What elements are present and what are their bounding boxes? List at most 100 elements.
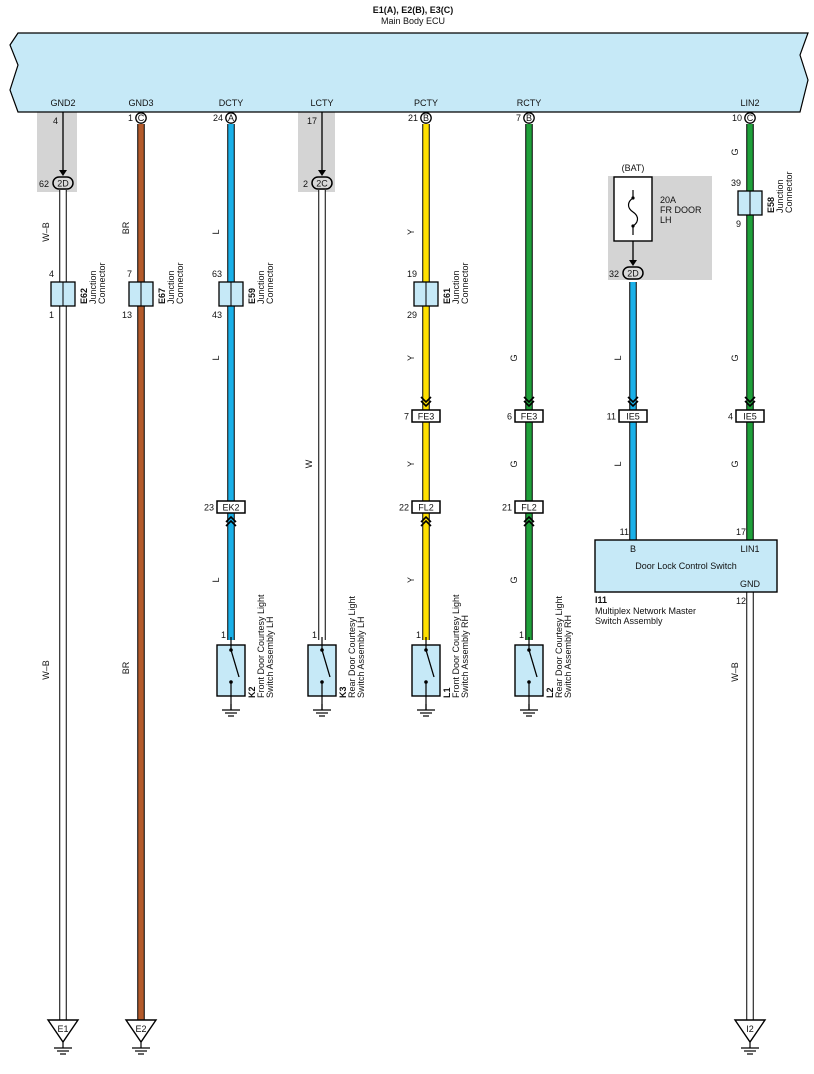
junction-2c-code: 2C <box>316 179 328 189</box>
ecu-pin-letter-dcty-letter: A <box>228 113 234 123</box>
ground-e2 <box>124 1019 158 1044</box>
jcon-e62-pin-top: 4 <box>49 269 54 279</box>
conn-fl2-rcty-code: FL2 <box>521 503 537 513</box>
jcon-e61-id: E61 <box>442 288 452 304</box>
master-pin-lin1-no: 17 <box>736 527 746 537</box>
chev-pcty <box>420 396 432 408</box>
switch-l1-contact <box>424 648 428 652</box>
ecu-pin-gnd2: GND2 <box>50 98 75 108</box>
switch-k3-blade <box>321 649 331 678</box>
conn-ie5-b-code: IE5 <box>626 412 640 422</box>
switch-k3-ground <box>313 704 331 717</box>
code-lcty-1: W <box>304 459 314 468</box>
master-line1: Multiplex Network Master <box>595 606 696 616</box>
conn-ie5-lin2-pin: 4 <box>728 412 733 422</box>
conn-fl2-rcty-pin: 21 <box>502 503 512 513</box>
junction-2d-bat-pin: 32 <box>609 269 619 279</box>
conn-ek2-code: EK2 <box>222 503 239 513</box>
code-rcty-2: G <box>509 460 519 467</box>
switch-l1-line2: Switch Assembly RH <box>460 615 470 698</box>
code-lin2-1: G <box>730 148 740 155</box>
switch-k2-contact <box>229 648 233 652</box>
code-dcty-1: L <box>211 229 221 234</box>
master-pin-gnd: GND <box>740 579 761 589</box>
chevup-dcty <box>225 515 237 527</box>
ecu-pin-no-lcty: 17 <box>307 116 317 126</box>
conn-fe3-pcty-pin: 7 <box>404 412 409 422</box>
ground-i2-label: I2 <box>746 1024 754 1034</box>
jcon-e62-name: Junction <box>88 270 98 304</box>
ecu-pin-letter-lin2 <box>744 112 756 124</box>
switch-l2-blade <box>528 649 538 678</box>
chev-b <box>627 396 639 408</box>
main-body-ecu <box>9 32 809 113</box>
ecu-pin-no-dcty: 24 <box>213 113 223 123</box>
switch-l1-line1: Front Door Courtesy Light <box>451 594 461 698</box>
ecu-pin-no-pcty: 21 <box>408 113 418 123</box>
ecu-pin-letter-rcty <box>523 112 535 124</box>
code-b-2: L <box>613 461 623 466</box>
code-gnd3-1: BR <box>121 221 131 234</box>
switch-k3-contact2 <box>320 680 324 684</box>
switch-l1-pin: 1 <box>416 630 421 640</box>
ecu-pin-dcty: DCTY <box>219 98 244 108</box>
code-rcty-1: G <box>509 354 519 361</box>
switch-k3-id: K3 <box>338 686 348 698</box>
jcon-e61-name: Junction <box>451 270 461 304</box>
junction-2d-gnd <box>52 176 74 190</box>
switch-k3-pin: 1 <box>312 630 317 640</box>
code-pcty-2: Y <box>406 355 416 361</box>
jcon-e58-name: Junction <box>775 179 785 213</box>
conn-fe3-pcty <box>411 409 441 423</box>
jcon-e67-name: Junction <box>166 270 176 304</box>
ground-i2-symbol <box>741 1042 759 1055</box>
conn-fe3-pcty-code: FE3 <box>418 412 435 422</box>
ecu-pin-letter-gnd3-letter: C <box>138 113 145 123</box>
code-gnd2-2: W–B <box>41 660 51 680</box>
jcon-e61-pin-bottom: 29 <box>407 310 417 320</box>
conn-fe3-rcty-pin: 6 <box>507 412 512 422</box>
chev-lin2 <box>744 396 756 408</box>
code-b-1: L <box>613 355 623 360</box>
junction-2d-bat <box>622 266 644 280</box>
components: GND24GND3C1DCTYA24LCTY17PCTYB21RCTYB7LIN… <box>39 98 794 1055</box>
code-gnd3-2: BR <box>121 661 131 674</box>
ecu-pin-letter-dcty <box>225 112 237 124</box>
conn-fl2-rcty <box>514 500 544 514</box>
gnd2-arrow <box>59 170 67 176</box>
jcon-e61-name2: Connector <box>460 262 470 304</box>
fuse-dot2 <box>631 224 635 228</box>
switch-k3-line1: Rear Door Courtesy Light <box>347 595 357 698</box>
code-dcty-3: L <box>211 577 221 582</box>
lcty-arrow <box>318 170 326 176</box>
conn-fl2-pcty-code: FL2 <box>418 503 434 513</box>
code-pcty-3: Y <box>406 461 416 467</box>
jcon-e59-pin-top: 63 <box>212 269 222 279</box>
master-pin-lin1: LIN1 <box>740 544 759 554</box>
jcon-e59-name2: Connector <box>265 262 275 304</box>
ecu-pin-no-gnd3: 1 <box>128 113 133 123</box>
switch-k2-contact2 <box>229 680 233 684</box>
switch-k2-blade <box>230 649 240 678</box>
conn-ek2 <box>216 500 246 514</box>
jcon-e62-id: E62 <box>79 288 89 304</box>
master-pin-b: B <box>630 544 636 554</box>
master-id: I11 <box>595 595 607 605</box>
ecu-pin-pcty: PCTY <box>414 98 438 108</box>
ecu-pin-no-gnd2: 4 <box>53 116 58 126</box>
conn-fl2-pcty-pin: 22 <box>399 503 409 513</box>
conn-ie5-lin2 <box>735 409 765 423</box>
switch-l2-line2: Switch Assembly RH <box>563 615 573 698</box>
conn-ie5-b-pin: 11 <box>607 412 616 422</box>
ecu-pin-letter-lin2-letter: C <box>747 113 754 123</box>
junction-2d-gnd-pin: 62 <box>39 179 49 189</box>
ground-e2-symbol <box>132 1042 150 1055</box>
master-line2: Switch Assembly <box>595 616 663 626</box>
ecu-pin-letter-rcty-letter: B <box>526 113 532 123</box>
chev-rcty <box>523 396 535 408</box>
code-gnd2-1: W–B <box>41 222 51 242</box>
ecu-pin-no-rcty: 7 <box>516 113 521 123</box>
fuse-source: (BAT) <box>622 163 645 173</box>
ground-e2-label: E2 <box>135 1024 146 1034</box>
